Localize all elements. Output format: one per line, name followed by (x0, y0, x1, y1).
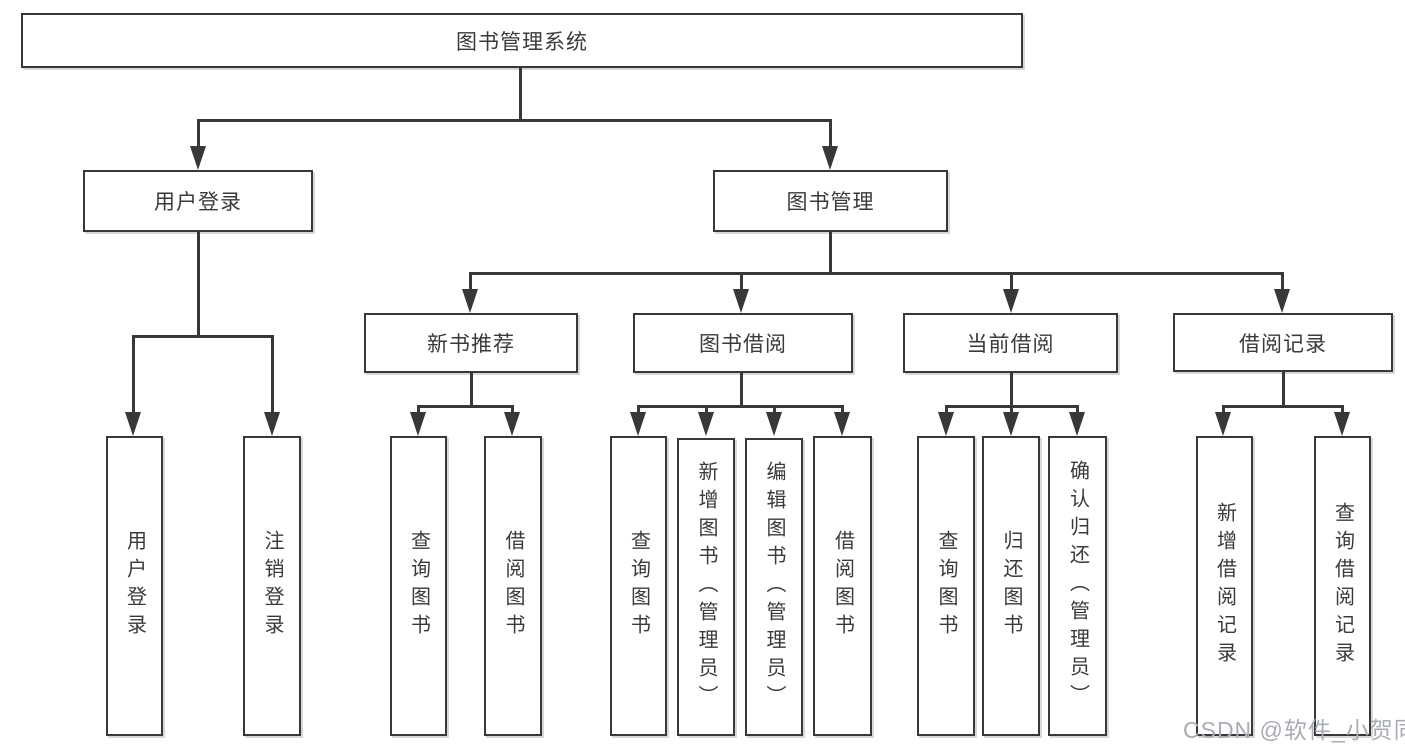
connector-newbook-stem (470, 373, 473, 407)
connector-bookborrow-drop-4 (841, 405, 844, 414)
arrowhead-down (1215, 412, 1231, 436)
connector-root-stem (519, 68, 522, 121)
connector-bookborrow-stem (740, 373, 743, 407)
arrowhead-down (125, 412, 141, 436)
node-book-borrow: 图书借阅 (633, 313, 853, 373)
connector-bookmgmt-branch (469, 272, 1283, 275)
leaf-return-book: 归还图书 (982, 436, 1040, 736)
arrowhead-down (462, 289, 478, 313)
connector-bookborrow-branch (637, 405, 843, 408)
arrowhead-down (264, 412, 280, 436)
connector-bookmgmt-drop-3 (1010, 272, 1013, 290)
arrowhead-down (698, 412, 714, 436)
connector-borrowrecord-branch (1222, 405, 1343, 408)
leaf-query-books-1: 查询图书 (390, 436, 447, 736)
connector-userlogin-drop-2 (271, 335, 274, 413)
connector-userlogin-branch (132, 335, 274, 338)
node-book-management: 图书管理 (713, 170, 948, 232)
arrowhead-down (834, 412, 850, 436)
connector-currentborrow-drop-2 (1010, 405, 1013, 414)
leaf-query-borrow-record: 查询借阅记录 (1314, 436, 1371, 736)
arrowhead-down (504, 412, 520, 436)
arrowhead-down (733, 289, 749, 313)
node-borrow-records: 借阅记录 (1173, 313, 1393, 372)
arrowhead-down (1003, 412, 1019, 436)
connector-newbook-drop-1 (417, 405, 420, 414)
arrowhead-down (190, 146, 206, 170)
arrowhead-down (630, 412, 646, 436)
connector-userlogin-drop-1 (132, 335, 135, 413)
leaf-borrow-books-1: 借阅图书 (484, 436, 542, 736)
connector-bookborrow-drop-3 (773, 405, 776, 414)
connector-currentborrow-drop-1 (945, 405, 948, 414)
leaf-add-borrow-record: 新增借阅记录 (1196, 436, 1253, 736)
connector-currentborrow-drop-3 (1076, 405, 1079, 414)
leaf-borrow-books-2: 借阅图书 (813, 436, 872, 736)
arrowhead-down (938, 412, 954, 436)
connector-bookmgmt-drop-1 (469, 272, 472, 290)
arrowhead-down (822, 146, 838, 170)
arrowhead-down (1003, 289, 1019, 313)
leaf-query-books-3: 查询图书 (917, 436, 975, 736)
connector-root-branch (197, 119, 832, 122)
connector-borrowrecord-drop-1 (1222, 405, 1225, 414)
node-new-book-recommend: 新书推荐 (364, 313, 578, 373)
arrowhead-down (766, 412, 782, 436)
connector-root-right-drop (829, 119, 832, 147)
leaf-add-book-admin: 新增图书（管理员） (677, 438, 735, 736)
connector-borrowrecord-stem (1282, 372, 1285, 407)
connector-currentborrow-stem (1010, 373, 1013, 407)
arrowhead-down (410, 412, 426, 436)
leaf-edit-book-admin: 编辑图书（管理员） (745, 438, 803, 736)
connector-root-left-drop (197, 119, 200, 147)
leaf-query-books-2: 查询图书 (610, 436, 667, 736)
arrowhead-down (1069, 412, 1085, 436)
leaf-confirm-return-admin: 确认归还（管理员） (1048, 436, 1107, 736)
connector-bookmgmt-stem (829, 232, 832, 274)
node-user-login: 用户登录 (83, 170, 313, 232)
csdn-watermark: CSDN @软件_小贺同学 (1183, 717, 1405, 743)
connector-bookmgmt-drop-2 (740, 272, 743, 290)
connector-bookborrow-drop-1 (637, 405, 640, 414)
node-root: 图书管理系统 (21, 13, 1023, 68)
connector-newbook-drop-2 (511, 405, 514, 414)
connector-userlogin-stem (197, 232, 200, 337)
connector-borrowrecord-drop-2 (1341, 405, 1344, 414)
connector-newbook-branch (417, 405, 514, 408)
node-current-borrow: 当前借阅 (903, 313, 1118, 373)
leaf-logout: 注销登录 (243, 436, 301, 736)
arrowhead-down (1334, 412, 1350, 436)
leaf-user-login: 用户登录 (106, 436, 163, 736)
connector-bookmgmt-drop-4 (1281, 272, 1284, 290)
connector-bookborrow-drop-2 (705, 405, 708, 414)
arrowhead-down (1274, 289, 1290, 313)
